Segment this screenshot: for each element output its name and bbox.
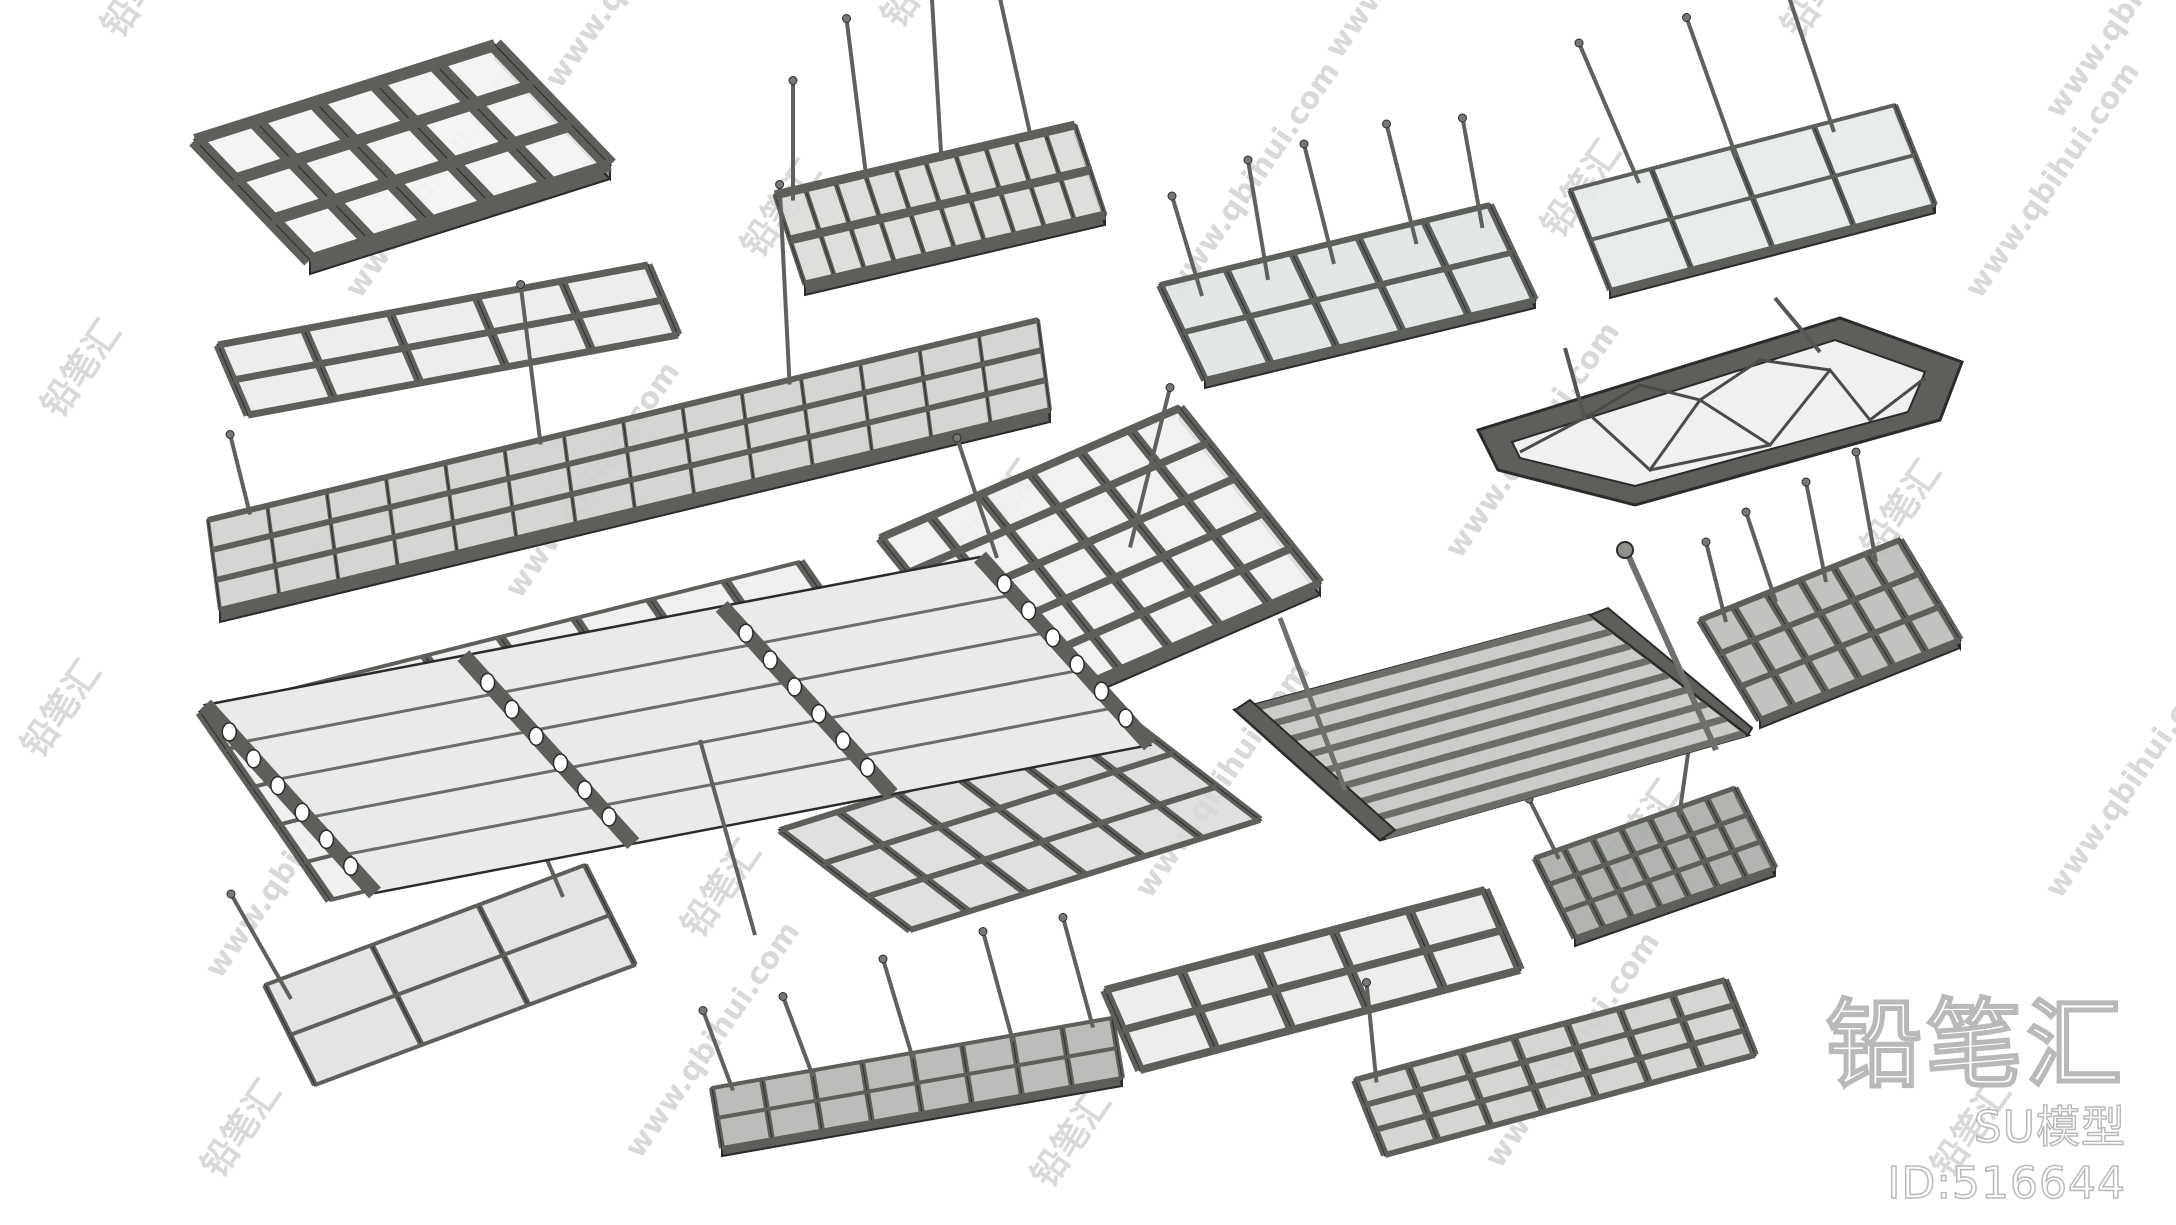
brand-watermark: 铅笔汇 SU模型ID:516644 — [1746, 989, 2126, 1212]
canopy-hexagon-frame — [1475, 296, 1964, 507]
canopy-collection — [189, 0, 1964, 1158]
watermark-text: 铅笔汇 — [1774, 0, 1870, 45]
canopy-dark-mesh — [1524, 742, 1779, 948]
watermark-text: 铅笔汇 — [194, 1073, 290, 1185]
slat — [1293, 657, 1651, 762]
watermark-text: 铅笔汇 — [874, 0, 970, 35]
watermark-text: www.qbihui.com — [538, 0, 727, 95]
watermark-text: 铅笔汇 — [34, 313, 130, 425]
slat — [1239, 613, 1593, 716]
watermark-text: www.qbihui.com — [1318, 0, 1507, 65]
canopy-glass-brackets — [1156, 113, 1539, 390]
slat — [1311, 671, 1670, 778]
slat — [1365, 715, 1727, 824]
canopy-slat-curved — [1231, 541, 1754, 842]
canopy-glass-ibeam-bottom — [1100, 886, 1525, 1074]
canopy-glass-frame-light — [777, 716, 1263, 934]
canopy-dark-small-right — [1696, 447, 1964, 730]
watermark-text: 铅笔汇 — [94, 0, 190, 45]
canopy-oval-web — [199, 551, 1156, 936]
slat — [1329, 686, 1689, 793]
brand-logo: 铅笔汇 — [1825, 989, 2126, 1101]
canopy-grid-heavy — [189, 39, 616, 276]
slat — [1347, 700, 1708, 809]
watermark-text: www.qbihui.com — [2038, 655, 2176, 904]
slat — [1384, 729, 1746, 840]
slat — [1275, 642, 1632, 747]
canopy-glass-ibeam — [213, 261, 683, 419]
canopy-glass-oval-brackets — [1567, 0, 1938, 300]
canopy-long-slat — [206, 180, 1052, 624]
canopy-dark-bracket-bottom — [698, 913, 1125, 1158]
brand-model-id: SU模型ID:516644 — [1887, 1101, 2126, 1210]
canopy-grid-bottom-right — [1351, 977, 1759, 1158]
watermark-text: 铅笔汇 — [14, 653, 110, 765]
canopy-slat-hanging — [772, 0, 1108, 297]
